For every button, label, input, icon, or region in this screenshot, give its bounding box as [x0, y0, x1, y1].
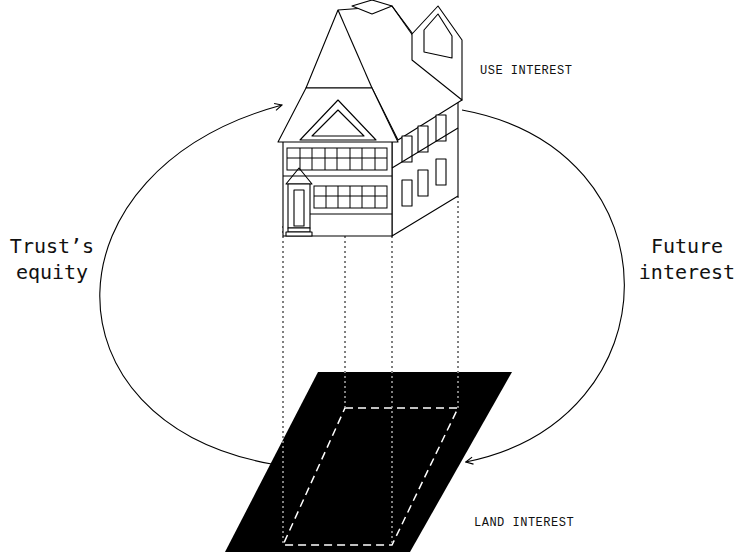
footprint-outline [283, 408, 458, 545]
region-label: USE INTEREST [480, 64, 572, 78]
flow-arrow [462, 110, 624, 462]
land-parcel [225, 372, 512, 552]
projection-lines [283, 196, 458, 545]
house [278, 0, 462, 236]
house-node: USE INTEREST [278, 0, 464, 238]
projection-lines-on-land [283, 196, 458, 545]
house-windows [283, 148, 392, 214]
flow-label: Future interest [634, 233, 740, 285]
flow-arrow [100, 105, 282, 464]
region-label: LAND INTEREST [474, 516, 574, 530]
land-node: LAND INTEREST [225, 370, 513, 554]
flow-label: Trust’s equity [0, 233, 104, 285]
